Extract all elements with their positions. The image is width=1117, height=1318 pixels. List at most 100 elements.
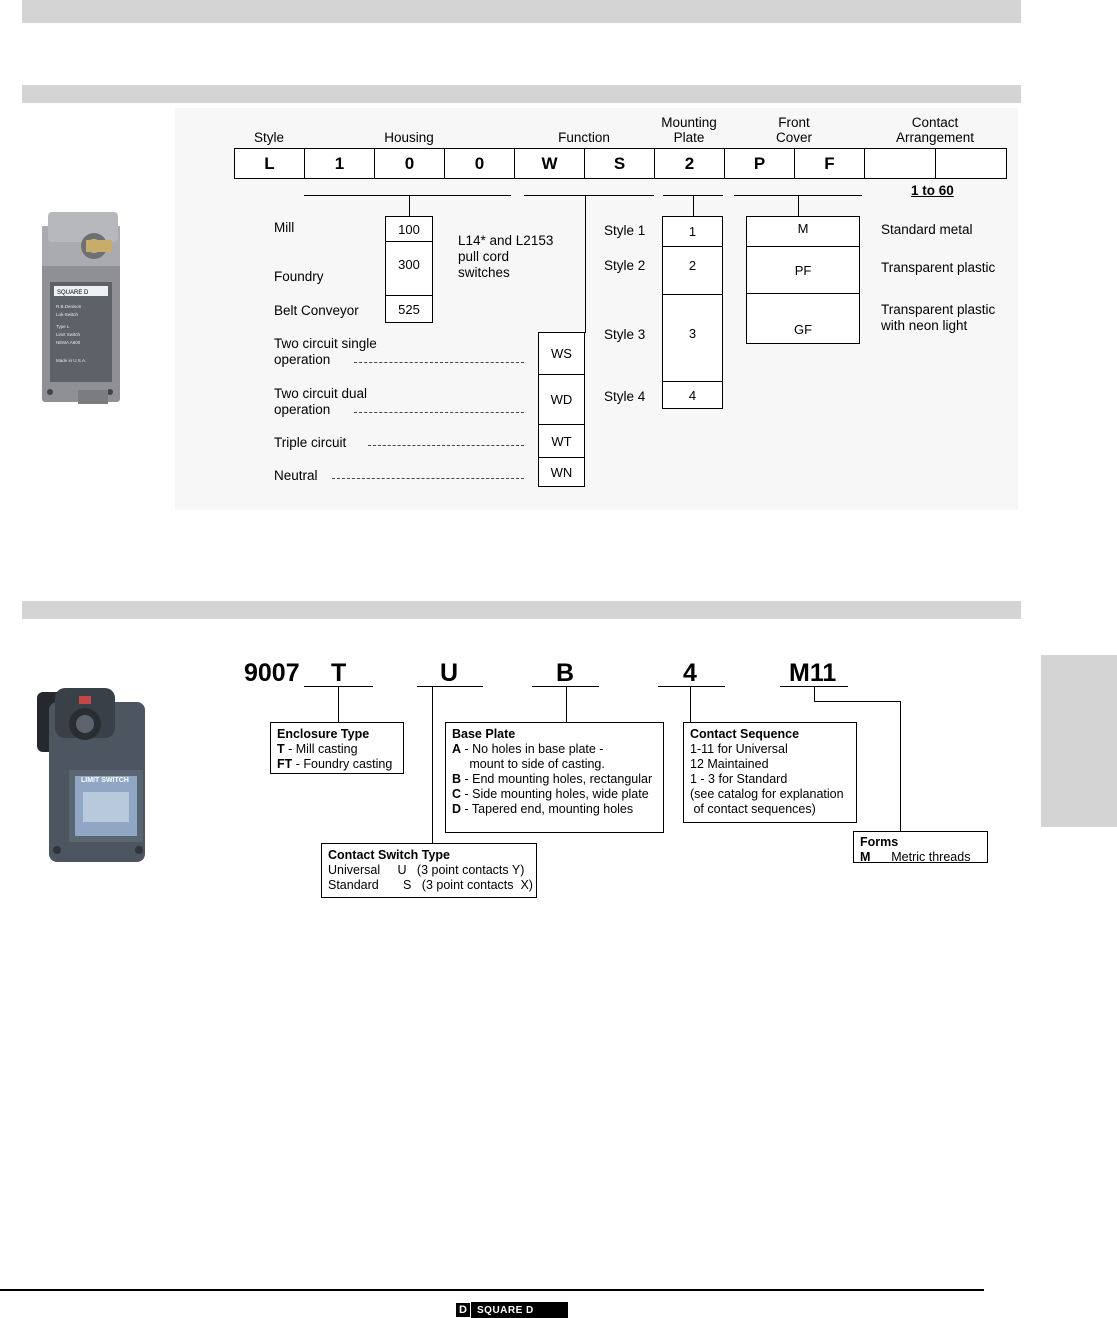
code-cell-housing-3: 0 bbox=[444, 148, 515, 179]
mounting-connector bbox=[693, 195, 694, 217]
function-label-wd: Two circuit dual operation bbox=[274, 386, 367, 418]
function-bracket bbox=[524, 195, 654, 196]
top-header-bar bbox=[22, 0, 1021, 23]
code-cell-mounting-plate: 2 bbox=[654, 148, 725, 179]
housing-label-mill: Mill bbox=[274, 220, 294, 236]
connector-m11-down bbox=[814, 686, 815, 702]
base-plate-row: A - No holes in base plate - bbox=[452, 742, 657, 757]
housing-code-300: 300 bbox=[385, 241, 433, 296]
enclosure-row: T - Mill casting bbox=[277, 742, 397, 757]
contact-range: 1 to 60 bbox=[911, 183, 954, 199]
function-code-wd: WD bbox=[538, 374, 585, 425]
function-code-wt: WT bbox=[538, 424, 585, 458]
housing-connector bbox=[409, 195, 410, 217]
mounting-label-style-1: Style 1 bbox=[604, 223, 645, 239]
front-cover-code-pf: PF bbox=[746, 246, 860, 294]
housing-code-525: 525 bbox=[385, 295, 433, 323]
contact-sequence-title: Contact Sequence bbox=[690, 727, 850, 742]
code-cell-front-cover-1: P bbox=[724, 148, 795, 179]
header-housing: Housing bbox=[304, 130, 514, 145]
front-cover-code-gf: GF bbox=[746, 293, 860, 344]
photo-text-line: R.B.Denison bbox=[56, 304, 82, 309]
front-cover-connector bbox=[798, 195, 799, 217]
code-cell-contact-1 bbox=[864, 148, 936, 179]
photo-text-line: Lok-Switch bbox=[56, 312, 79, 317]
contact-sequence-row: 1 - 3 for Standard bbox=[690, 772, 850, 787]
function-label-wn: Neutral bbox=[274, 468, 318, 484]
contact-sequence-row: of contact sequences) bbox=[690, 802, 850, 817]
connector-t bbox=[338, 686, 339, 723]
code-cell-function-2: S bbox=[584, 148, 655, 179]
square-d-logo: D SQUARE D bbox=[455, 1302, 568, 1318]
contact-sequence-box: Contact Sequence 1-11 for Universal 12 M… bbox=[683, 722, 857, 823]
photo-text-line: Type L bbox=[56, 324, 70, 329]
code-cell-housing-2: 0 bbox=[374, 148, 445, 179]
function-connector bbox=[585, 195, 586, 333]
front-cover-label-transparent-plastic: Transparent plastic bbox=[881, 260, 995, 276]
housing-label-belt-conveyor: Belt Conveyor bbox=[274, 303, 359, 319]
photo-limit-switch-label: LIMIT SWITCH bbox=[81, 777, 129, 784]
leader-dots bbox=[368, 445, 524, 446]
footer-rule bbox=[0, 1289, 984, 1291]
code-part-b: B bbox=[556, 659, 574, 687]
header-function: Function bbox=[514, 130, 654, 145]
housing-note: L14* and L2153 pull cord switches bbox=[458, 233, 553, 281]
code-part-t: T bbox=[331, 659, 346, 687]
connector-m11-forms bbox=[900, 701, 901, 832]
mounting-code-3: 3 bbox=[662, 294, 723, 382]
base-plate-title: Base Plate bbox=[452, 727, 657, 742]
connector-4 bbox=[690, 686, 691, 722]
section1-header-bar bbox=[22, 85, 1021, 103]
limit-switch-lever-photo: SQUARE D R.B.Denison Lok-Switch Type L L… bbox=[38, 212, 128, 412]
underline-u bbox=[417, 686, 483, 687]
contact-sequence-row: (see catalog for explanation bbox=[690, 787, 850, 802]
code-cell-front-cover-2: F bbox=[794, 148, 865, 179]
code-cell-housing-1: 1 bbox=[304, 148, 375, 179]
leader-dots bbox=[354, 412, 524, 413]
code-cell-function-1: W bbox=[514, 148, 585, 179]
logo-text: SQUARE D bbox=[471, 1302, 568, 1318]
contact-bracket bbox=[872, 178, 1006, 179]
contact-switch-type-box: Contact Switch Type Universal U (3 point… bbox=[321, 843, 537, 898]
contact-sequence-row: 1-11 for Universal bbox=[690, 742, 850, 757]
photo-text-line: Limit Switch bbox=[56, 332, 81, 337]
mounting-code-1: 1 bbox=[662, 216, 723, 247]
base-plate-row: mount to side of casting. bbox=[452, 757, 657, 772]
forms-title: Forms bbox=[860, 835, 981, 850]
limit-switch-photo: LIMIT SWITCH bbox=[35, 688, 159, 866]
contact-switch-type-title: Contact Switch Type bbox=[328, 848, 530, 863]
header-style: Style bbox=[234, 130, 304, 145]
underline-4 bbox=[658, 686, 725, 687]
photo-text-line: Made in U.S.A. bbox=[56, 358, 86, 363]
forms-row: M Metric threads bbox=[860, 850, 981, 865]
enclosure-row: FT - Foundry casting bbox=[277, 757, 397, 772]
header-mounting-plate: Mounting Plate bbox=[654, 115, 724, 145]
base-plate-row: C - Side mounting holes, wide plate bbox=[452, 787, 657, 802]
mounting-label-style-3: Style 3 bbox=[604, 327, 645, 343]
header-front-cover: Front Cover bbox=[759, 115, 829, 145]
side-index-tab bbox=[1041, 655, 1117, 827]
enclosure-type-box: Enclosure Type T - Mill casting FT - Fou… bbox=[270, 722, 404, 774]
code-cell-contact-2 bbox=[935, 148, 1007, 179]
base-plate-box: Base Plate A - No holes in base plate - … bbox=[445, 722, 664, 833]
connector-m11-across bbox=[814, 701, 901, 702]
logo-mark: D bbox=[455, 1302, 471, 1318]
code-part-9007: 9007 bbox=[244, 659, 300, 687]
code-part-m11: M11 bbox=[789, 659, 836, 687]
contact-sequence-row: 12 Maintained bbox=[690, 757, 850, 772]
leader-dots bbox=[354, 362, 524, 363]
connector-b bbox=[566, 686, 567, 722]
front-cover-label-standard-metal: Standard metal bbox=[881, 222, 973, 238]
mounting-code-2: 2 bbox=[662, 246, 723, 295]
front-cover-code-m: M bbox=[746, 216, 860, 247]
function-label-wt: Triple circuit bbox=[274, 435, 346, 451]
housing-label-foundry: Foundry bbox=[274, 269, 324, 285]
photo-brand-label: SQUARE D bbox=[57, 290, 89, 296]
base-plate-row: B - End mounting holes, rectangular bbox=[452, 772, 657, 787]
base-plate-row: D - Tapered end, mounting holes bbox=[452, 802, 657, 817]
code-part-4: 4 bbox=[683, 659, 697, 687]
function-label-ws: Two circuit single operation bbox=[274, 336, 377, 368]
connector-u bbox=[432, 686, 433, 843]
housing-code-100: 100 bbox=[385, 216, 433, 242]
photo-text-line: NEMA A600 bbox=[56, 340, 81, 345]
